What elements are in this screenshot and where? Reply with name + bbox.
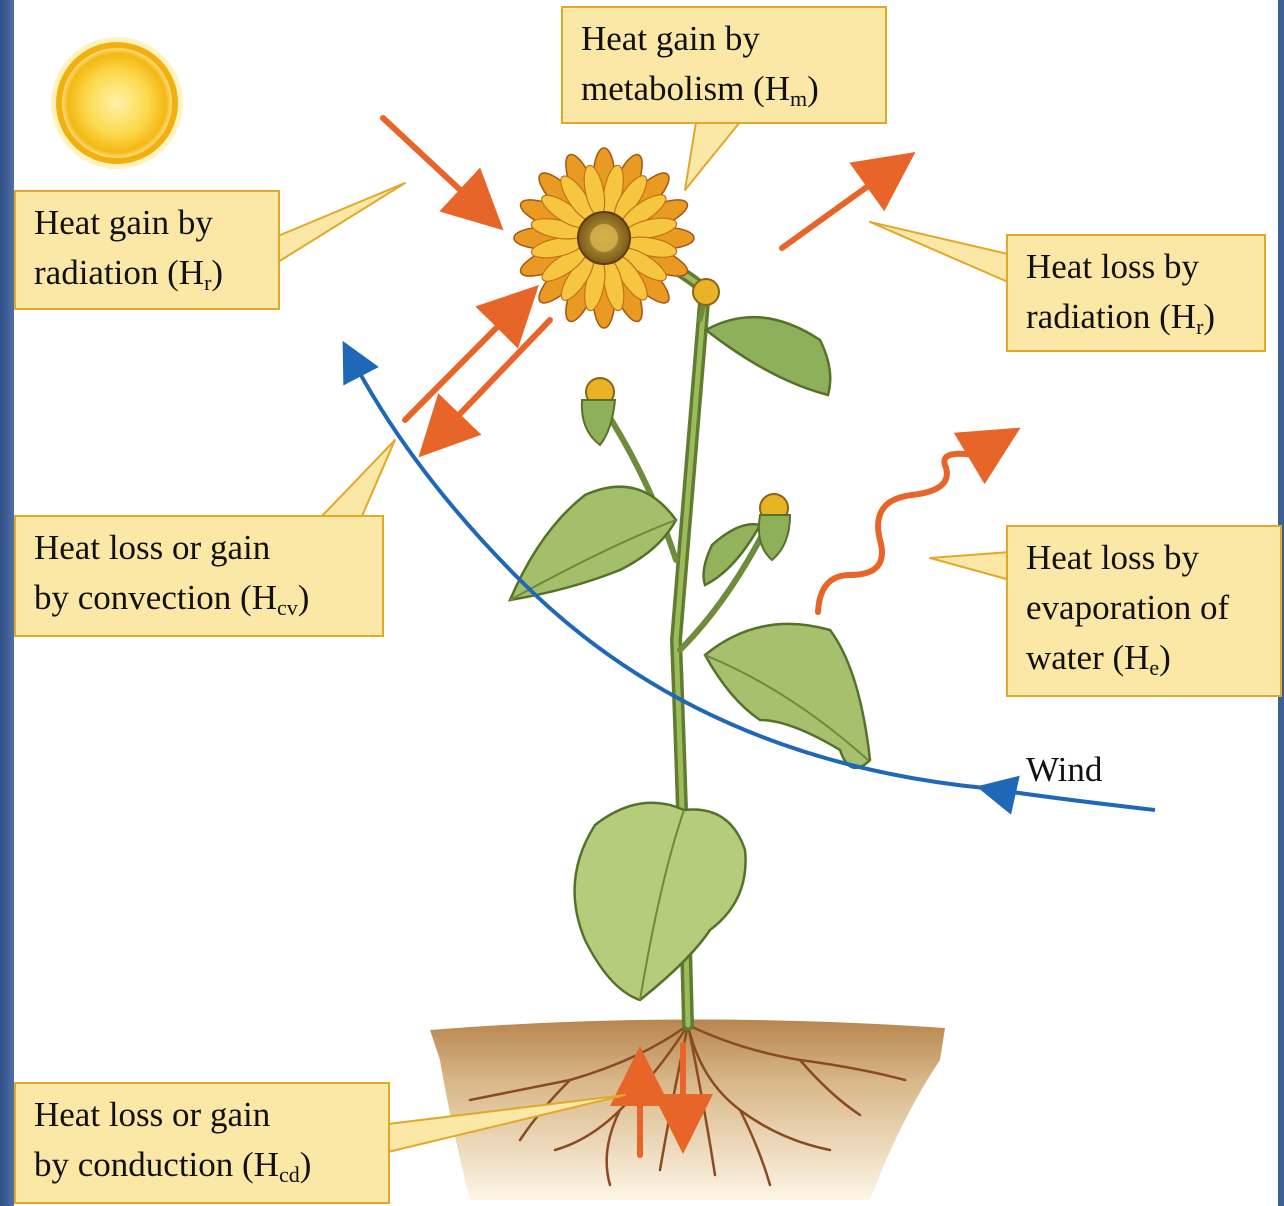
label-radiation-loss: Heat loss by radiation (Hr) — [1006, 234, 1266, 352]
label-conduction-close: ) — [300, 1145, 312, 1184]
radiation-loss-pointer — [870, 222, 1008, 282]
label-convection-line1: Heat loss or gain — [34, 523, 366, 573]
label-metabolism: Heat gain by metabolism (Hm) — [561, 6, 887, 124]
leaf-upper-right — [706, 317, 830, 395]
label-evaporation-line3: water (H — [1026, 638, 1149, 677]
label-metabolism-close: ) — [807, 69, 819, 108]
sunflower-head — [514, 148, 694, 328]
label-convection-close: ) — [298, 578, 310, 617]
label-radiation-gain-close: ) — [211, 253, 223, 292]
label-convection-sub: cv — [277, 595, 298, 620]
label-metabolism-line2: metabolism (H — [581, 69, 790, 108]
label-metabolism-line1: Heat gain by — [581, 14, 869, 64]
label-evaporation-line2: evaporation of — [1026, 583, 1264, 633]
convection-pointer — [322, 440, 395, 516]
label-conduction-sub: cd — [279, 1162, 300, 1187]
evaporation-pointer — [930, 552, 1010, 580]
label-convection: Heat loss or gain by convection (Hcv) — [14, 515, 384, 637]
label-radiation-loss-close: ) — [1203, 297, 1215, 336]
label-evaporation-close: ) — [1159, 638, 1171, 677]
leaf-middle-left — [510, 487, 676, 600]
label-conduction-line2: by conduction (H — [34, 1145, 279, 1184]
label-convection-line2: by convection (H — [34, 578, 277, 617]
convection-in-arrow — [435, 320, 550, 440]
label-radiation-loss-line1: Heat loss by — [1026, 242, 1248, 292]
wind-label: Wind — [1026, 750, 1102, 790]
radiation-gain-pointer — [278, 183, 405, 262]
label-conduction-line1: Heat loss or gain — [34, 1090, 372, 1140]
label-metabolism-sub: m — [790, 86, 807, 111]
label-conduction: Heat loss or gain by conduction (Hcd) — [14, 1082, 390, 1204]
label-radiation-gain-line2: radiation (H — [34, 253, 204, 292]
label-evaporation-line1: Heat loss by — [1026, 533, 1264, 583]
label-evaporation-sub: e — [1149, 655, 1159, 680]
sun-icon — [59, 45, 175, 161]
label-evaporation: Heat loss by evaporation of water (He) — [1006, 525, 1282, 697]
radiation-gain-arrow — [383, 118, 486, 214]
leaf-bottom — [575, 803, 746, 1000]
metabolism-pointer — [685, 122, 740, 190]
radiation-loss-arrow — [782, 166, 896, 248]
convection-out-arrow — [405, 302, 522, 420]
label-radiation-gain: Heat gain by radiation (Hr) — [14, 190, 280, 310]
label-radiation-loss-line2: radiation (H — [1026, 297, 1196, 336]
evaporation-arrow — [818, 440, 1000, 612]
label-radiation-gain-line1: Heat gain by — [34, 198, 262, 248]
